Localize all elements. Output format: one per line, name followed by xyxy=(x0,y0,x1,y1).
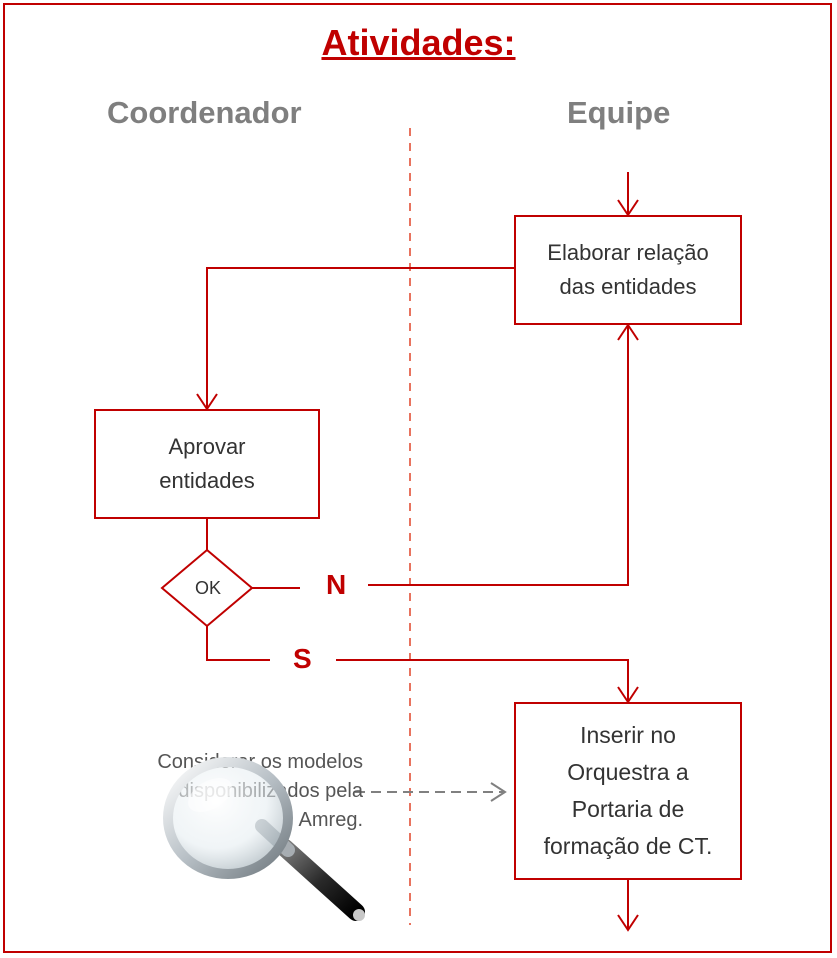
connector-n-right xyxy=(368,325,629,586)
connector-s-right xyxy=(336,659,629,702)
lane-coordenador-label: Coordenador xyxy=(107,95,302,130)
box-aprovar-entidades: Aprovar entidades xyxy=(94,409,320,519)
box-elaborar-line-2: das entidades xyxy=(559,274,697,299)
arrowhead-elaborar-return xyxy=(617,323,639,341)
branch-s-label: S xyxy=(293,643,312,674)
box-inserir-line-4: formação de CT. xyxy=(543,833,713,859)
note-text: Considerar os modelos disponibilizados p… xyxy=(118,748,363,835)
note-line-1: Considerar os modelos xyxy=(157,751,363,773)
decision-ok-label: OK xyxy=(194,578,221,598)
box-inserir-line-2: Orquestra a xyxy=(567,759,689,785)
box-aprovar-line-1: Aprovar xyxy=(168,434,246,459)
box-inserir-line-1: Inserir no xyxy=(580,722,676,748)
lane-equipe-label: Equipe xyxy=(567,95,671,130)
note-line-3: Amreg. xyxy=(298,809,363,831)
branch-n-label: N xyxy=(326,569,347,600)
diagram-frame xyxy=(3,3,832,953)
connector-elaborar-aprovar xyxy=(206,267,514,409)
exit-arrowhead xyxy=(617,914,639,932)
page-title: Atividades: xyxy=(321,22,516,63)
note-line-2: disponibilizados pela xyxy=(178,780,363,802)
note-arrowhead xyxy=(490,782,507,802)
box-inserir-orquestra: Inserir no Orquestra a Portaria de forma… xyxy=(514,702,742,880)
box-elaborar-relacao: Elaborar relação das entidades xyxy=(514,215,742,325)
connector-s-left xyxy=(206,626,270,661)
box-aprovar-line-2: entidades xyxy=(159,468,255,493)
box-elaborar-line-1: Elaborar relação xyxy=(547,240,709,265)
box-inserir-line-3: Portaria de xyxy=(571,796,685,822)
